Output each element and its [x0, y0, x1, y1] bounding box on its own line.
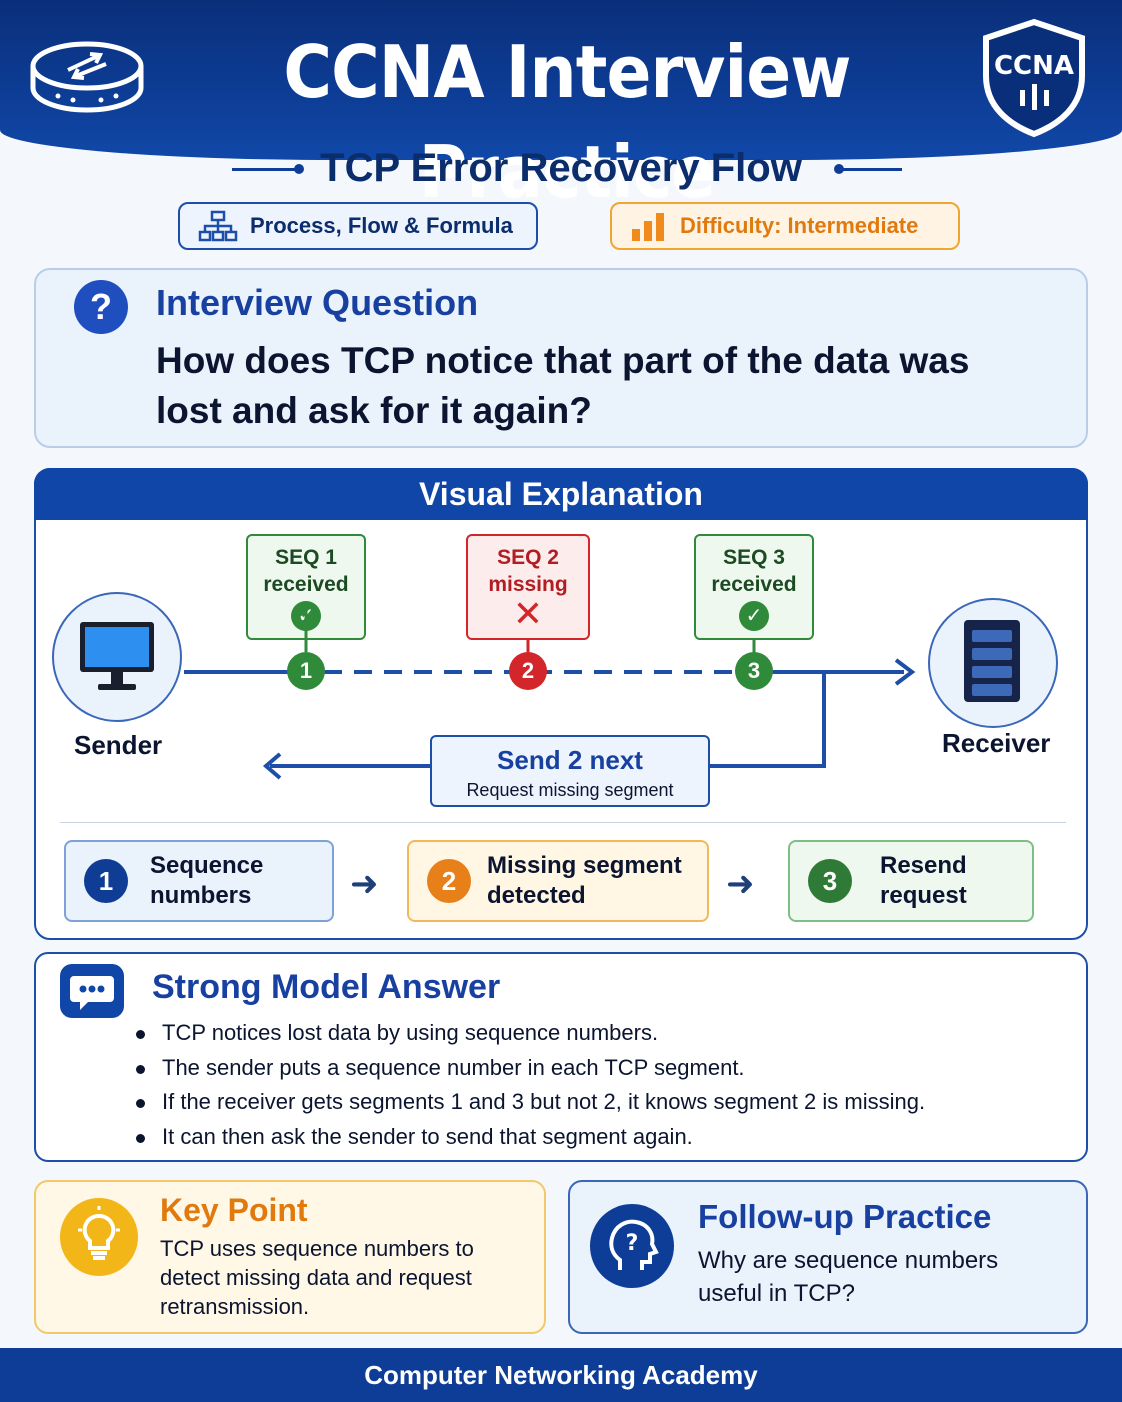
segment-1-title: SEQ 1 [275, 546, 337, 569]
connector-1 [304, 604, 308, 652]
subtitle-dot-left [294, 164, 304, 174]
answer-item: The sender puts a sequence number in eac… [134, 1051, 1054, 1086]
question-card [34, 268, 1088, 448]
difficulty-tag: Difficulty: Intermediate [610, 202, 960, 250]
subtitle-line-left [232, 168, 298, 171]
difficulty-label: Difficulty: Intermediate [680, 213, 919, 238]
step-3: 3 Resend request [788, 840, 1034, 922]
badge-text: CCNA [994, 51, 1074, 81]
monitor-icon [80, 622, 154, 690]
router-icon [30, 41, 144, 113]
sender-label: Sender [74, 730, 163, 760]
step-2: 2 Missing segment detected [407, 840, 709, 922]
cross-icon: ✕ [512, 593, 544, 634]
step-1-number: 1 [84, 859, 128, 903]
answer-item: If the receiver gets segments 1 and 3 bu… [134, 1085, 1054, 1120]
check-icon: ✓ [739, 601, 769, 631]
header-banner [0, 0, 1122, 160]
question-text: How does TCP notice that part of the dat… [156, 340, 970, 431]
follow-up-text: Why are sequence numbers useful in TCP? [698, 1247, 999, 1307]
answer-item: TCP notices lost data by using sequence … [134, 1016, 1054, 1051]
page-title: CCNA Interview Practice [283, 30, 851, 214]
key-point-title: Key Point [160, 1192, 308, 1228]
segment-1-status: received [263, 573, 349, 596]
sequence-node-1: 1 [287, 652, 325, 690]
segment-3-title: SEQ 3 [723, 546, 785, 569]
subtitle: TCP Error Recovery Flow [320, 146, 802, 190]
receiver-label: Receiver [942, 728, 1051, 758]
answer-list: TCP notices lost data by using sequence … [134, 1016, 1054, 1154]
chat-bubble-icon [60, 964, 124, 1018]
key-point-text: TCP uses sequence numbers to detect miss… [160, 1236, 474, 1319]
sequence-node-3: 3 [735, 652, 773, 690]
connector-2 [526, 640, 530, 654]
segment-2-title: SEQ 2 [497, 546, 559, 569]
request-sub-text: Request missing segment [466, 780, 674, 800]
connector-3 [752, 640, 756, 654]
arrow-right-icon: ➜ [350, 865, 379, 903]
server-icon [964, 620, 1020, 702]
question-label: Interview Question [156, 282, 479, 323]
segment-3-status: received [711, 573, 797, 596]
follow-up-title: Follow-up Practice [698, 1198, 992, 1235]
segment-box-3: SEQ 3 received ✓ [694, 534, 814, 640]
hierarchy-icon [198, 210, 238, 242]
lightbulb-icon [60, 1198, 138, 1276]
step-1: 1 Sequence numbers [64, 840, 334, 922]
resend-request-box: Send 2 next Request missing segment [430, 735, 710, 807]
arrow-right-icon: ➜ [726, 865, 755, 903]
svg-text:?: ? [626, 1231, 639, 1256]
step-2-number: 2 [427, 859, 471, 903]
subtitle-line-right [840, 168, 902, 171]
model-answer-card [34, 952, 1088, 1162]
step-2-text: Missing segment detected [487, 852, 682, 909]
sequence-node-2: 2 [509, 652, 547, 690]
step-1-text: Sequence numbers [150, 852, 264, 909]
answer-title: Strong Model Answer [152, 968, 501, 1006]
step-3-number: 3 [808, 859, 852, 903]
request-main-text: Send 2 next [497, 745, 643, 775]
category-tag: Process, Flow & Formula [178, 202, 538, 250]
subtitle-dot-right [834, 164, 844, 174]
visual-explanation-title: Visual Explanation [34, 468, 1088, 520]
ccna-shield-badge: CCNA [983, 18, 1085, 138]
footer: Computer Networking Academy [0, 1348, 1122, 1402]
segment-box-2: SEQ 2 missing ✕ [466, 534, 590, 640]
step-3-text: Resend request [880, 852, 967, 909]
category-label: Process, Flow & Formula [250, 213, 513, 238]
bar-chart-icon [632, 213, 664, 241]
question-mark-icon: ? [74, 280, 128, 334]
segment-2-status: missing [488, 573, 568, 596]
answer-item: It can then ask the sender to send that … [134, 1120, 1054, 1155]
divider [60, 822, 1066, 823]
head-question-icon: ? [590, 1204, 674, 1288]
